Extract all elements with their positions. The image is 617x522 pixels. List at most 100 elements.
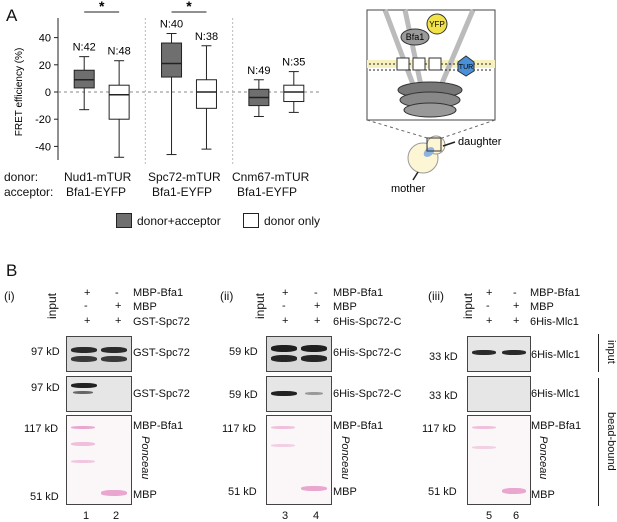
group2-donor: Spc72-mTUR (148, 170, 221, 184)
s1-blot2-label: GST-Spc72 (133, 388, 190, 400)
section-i-input-label: input (45, 292, 59, 319)
s2-ponceau-label: Ponceau (339, 436, 351, 480)
y-tick-label-2: 0 (45, 87, 51, 99)
input-bracket (598, 334, 599, 372)
s3-sign-1-2: - (513, 287, 517, 299)
g2-b2-n-label: N:38 (195, 31, 218, 43)
s2-row3: 6His-Spc72-C (333, 316, 402, 328)
s3-row1: MBP-Bfa1 (530, 287, 581, 299)
tur-label: TUR (459, 64, 473, 71)
s3-blot2 (467, 376, 531, 412)
g2-b1-n-label: N:40 (160, 19, 183, 31)
section-i-roman: (i) (4, 289, 15, 303)
s1-blot2-mw: 97 kD (31, 382, 60, 394)
group3-donor: Cnm67-mTUR (232, 170, 310, 184)
microtubule-3 (434, 9, 476, 96)
legend-swatch-open (243, 213, 259, 228)
bracket-bead-label: bead-bound (605, 412, 617, 471)
s2-sign-3-1: + (282, 315, 289, 327)
lane-4: 4 (313, 510, 320, 522)
s1-pon-mw-top: 117 kD (24, 423, 59, 435)
s2-sign-2-2: + (314, 300, 321, 312)
s2-sign-1-2: - (314, 287, 318, 299)
s2-pon-mw-bot: 51 kD (228, 486, 257, 498)
s2-pon-label-bot: MBP (333, 486, 357, 498)
s1-ponceau-gel (66, 415, 132, 505)
s3-blot2-mw: 33 kD (429, 390, 458, 402)
bead-bracket (598, 378, 599, 506)
s1-blot1-label: GST-Spc72 (133, 347, 190, 359)
s3-row3: 6His-Mlc1 (530, 316, 579, 328)
legend-swatch-filled (116, 213, 132, 228)
daughter-label: daughter (458, 136, 502, 148)
s1-sign-2-2: + (115, 300, 122, 312)
y-tick-label-1: 20 (39, 60, 51, 72)
s2-blot2 (266, 376, 332, 412)
s3-sign-2-2: + (513, 300, 520, 312)
y-axis-label: FRET efficiency (%) (14, 48, 25, 137)
s1-row1: MBP-Bfa1 (133, 287, 184, 299)
s1-blot1-mw: 97 kD (31, 346, 60, 358)
s1-sign-3-1: + (84, 315, 91, 327)
section-ii-roman: (ii) (220, 289, 234, 303)
s3-blot1 (467, 336, 531, 372)
s2-blot2-mw: 59 kD (229, 389, 258, 401)
y-tick-label-4: -40 (35, 141, 51, 153)
s1-row3: GST-Spc72 (133, 316, 190, 328)
microtubule-2 (402, 9, 426, 96)
lane-1: 1 (83, 510, 90, 522)
g3-b1-n-label: N:49 (247, 65, 270, 77)
s3-blot1-mw: 33 kD (429, 351, 458, 363)
s3-blot2-label: 6His-Mlc1 (531, 388, 580, 400)
s3-pon-mw-bot: 51 kD (428, 486, 457, 498)
s1-pon-mw-bot: 51 kD (30, 491, 59, 503)
s3-ponceau-gel (467, 415, 531, 505)
panel-letter-b: B (6, 261, 18, 280)
s2-row1: MBP-Bfa1 (333, 287, 384, 299)
group1-acceptor: Bfa1-EYFP (66, 185, 127, 199)
s1-row2: MBP (133, 301, 157, 313)
s3-ponceau-label: Ponceau (537, 436, 549, 480)
section-iii-input-label: input (461, 292, 475, 319)
acceptor-row-label: acceptor: (4, 185, 54, 199)
s1-sign-2-1: - (84, 300, 88, 312)
s2-ponceau-gel (266, 415, 332, 505)
s3-row2: MBP (530, 301, 554, 313)
sbp-schematic: YFP Bfa1 TUR daughter mother (366, 9, 502, 195)
bfa1-label: Bfa1 (406, 32, 425, 42)
section-iii-roman: (iii) (428, 289, 444, 303)
s1-pon-label-bot: MBP (133, 489, 157, 501)
microtubule-1 (382, 9, 420, 96)
sig-star-2: * (186, 0, 192, 14)
s2-sign-1-1: + (282, 287, 289, 299)
s2-blot1 (266, 336, 332, 372)
lane-5: 5 (486, 510, 493, 522)
lane-2: 2 (113, 510, 120, 522)
panel-letter-a: A (6, 6, 18, 25)
legend-label-open: donor only (264, 214, 321, 228)
lane-6: 6 (513, 510, 520, 522)
s1-pon-label-top: MBP-Bfa1 (133, 420, 184, 432)
s3-sign-3-1: + (486, 315, 493, 327)
s2-pon-label-top: MBP-Bfa1 (333, 420, 384, 432)
g3-b2-n-label: N:35 (282, 57, 305, 69)
yfp-circle (426, 13, 448, 35)
s3-blot1-label: 6His-Mlc1 (531, 349, 580, 361)
s2-blot1-mw: 59 kD (229, 346, 258, 358)
bfa1-ellipse (400, 28, 430, 46)
s1-blot1 (66, 336, 132, 372)
tur-hexagon (457, 55, 475, 77)
section-ii-input-label: input (253, 292, 267, 319)
lane-3: 3 (282, 510, 289, 522)
group1-donor: Nud1-mTUR (64, 170, 132, 184)
s1-blot2 (66, 376, 132, 412)
s2-sign-3-2: + (314, 315, 321, 327)
yfp-label: YFP (429, 20, 445, 29)
s1-sign-1-1: + (84, 287, 91, 299)
group3-acceptor: Bfa1-EYFP (237, 185, 298, 199)
g1-b1-n-label: N:42 (73, 42, 96, 54)
legend-label-filled: donor+acceptor (137, 214, 221, 228)
g1-b2-box (108, 84, 130, 120)
s3-pon-mw-top: 117 kD (422, 423, 457, 435)
mother-label: mother (391, 183, 426, 195)
